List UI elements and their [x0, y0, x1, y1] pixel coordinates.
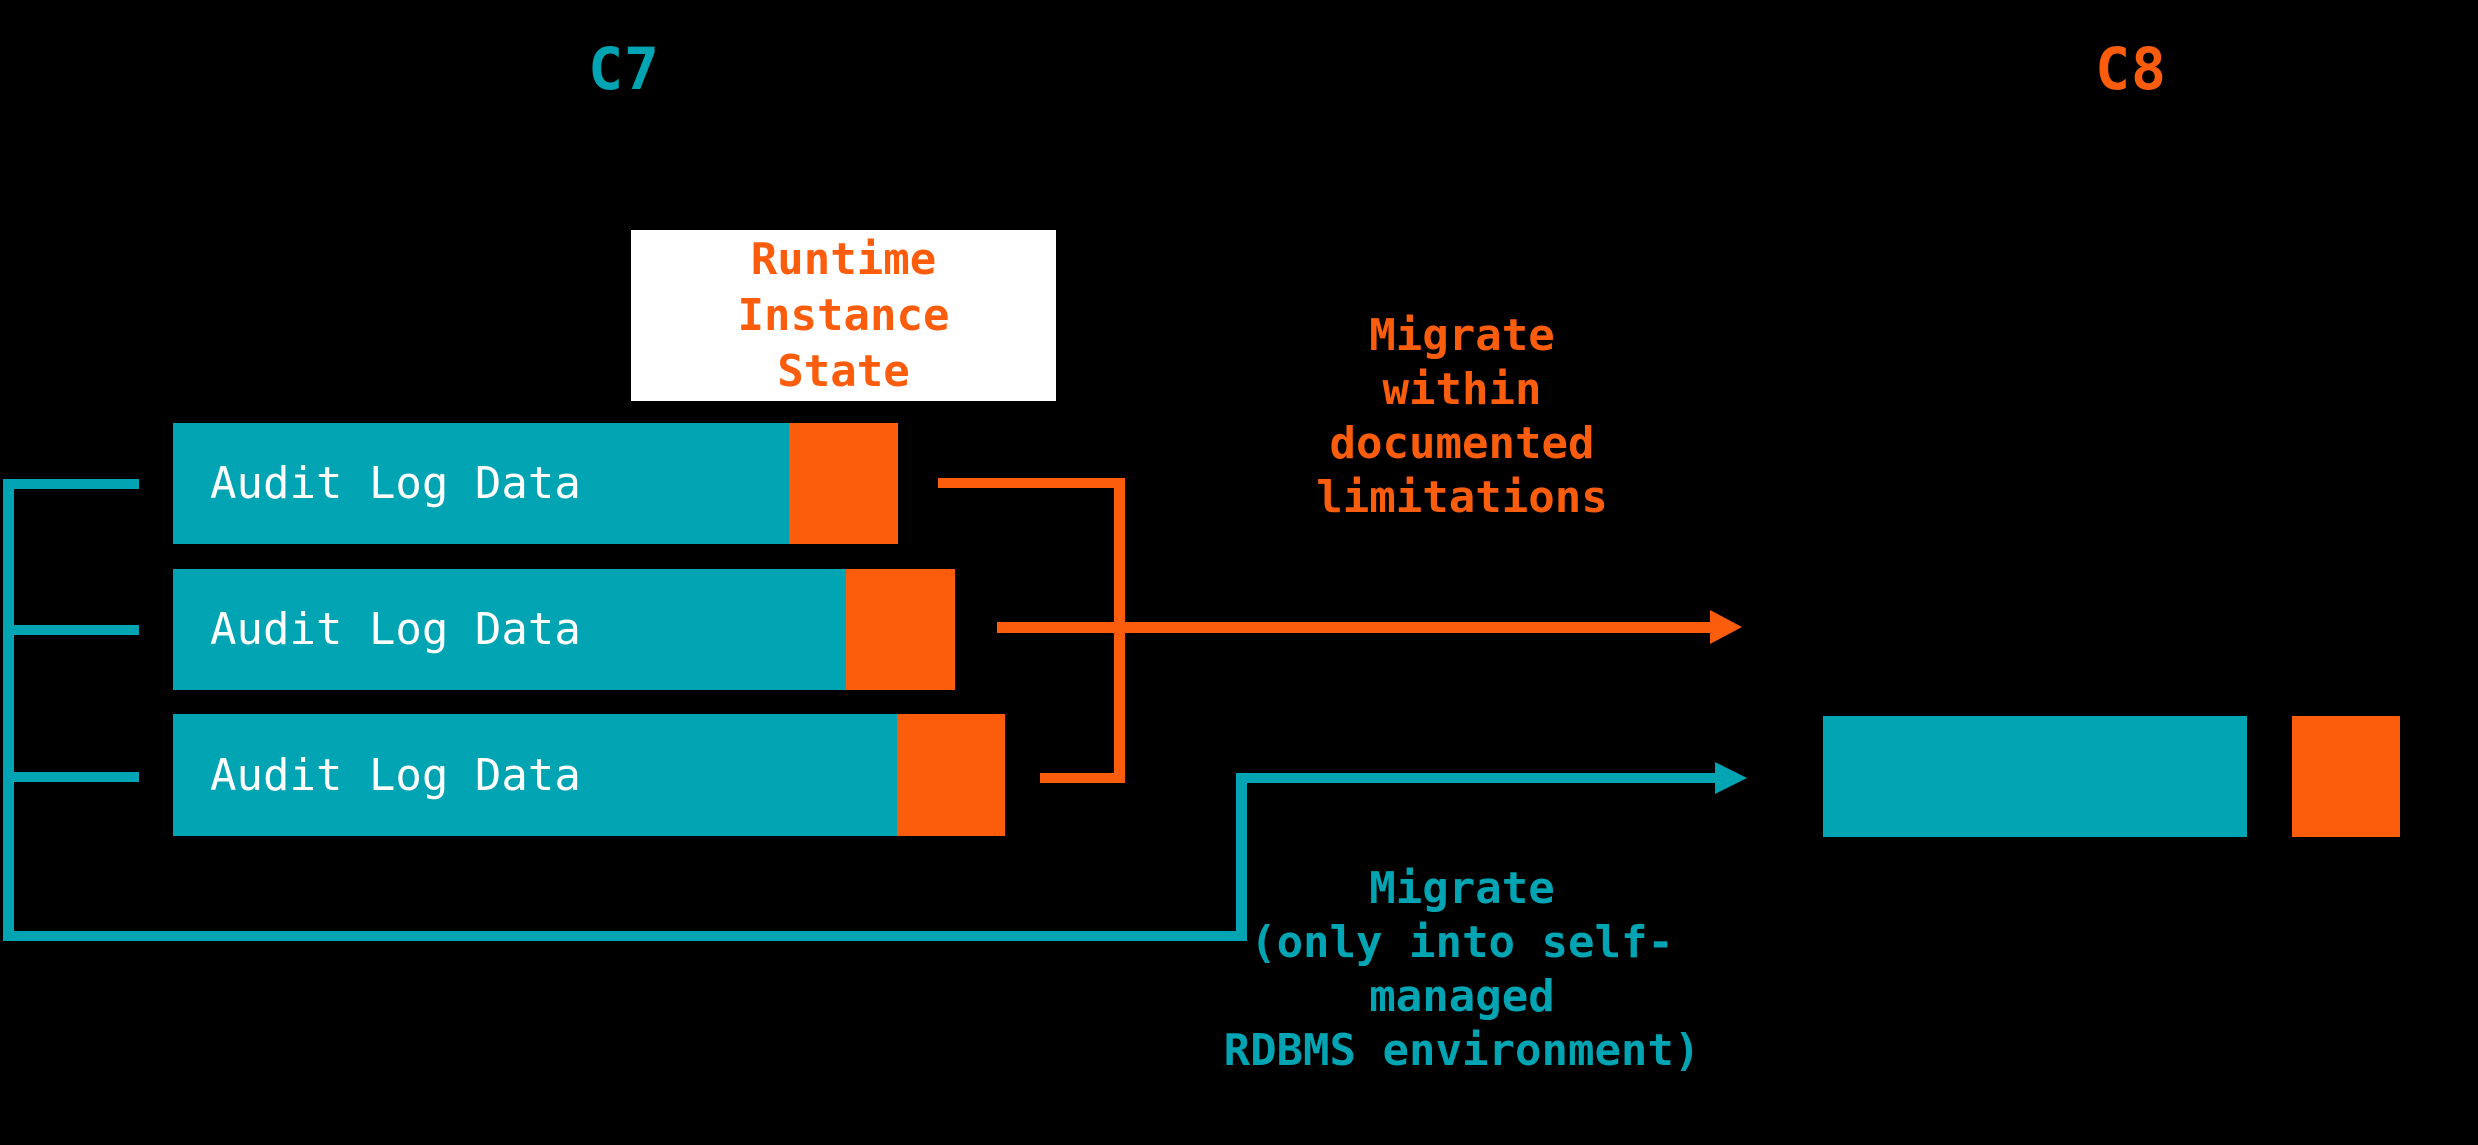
orange-migrate-arrowhead-icon [1710, 610, 1742, 644]
migrate-teal-label-line: Migrate [1369, 863, 1555, 914]
runtime-box-line: Runtime [750, 233, 937, 285]
c8-orange-rect [2292, 716, 2400, 837]
orange-migrate-arrow-shaft [997, 622, 1710, 633]
migrate-teal-label-line: (only into self- [1250, 917, 1674, 968]
teal-migrate-arrowhead-icon [1715, 762, 1747, 794]
source-column-title: C7 [588, 35, 660, 103]
runtime-box-line: State [777, 345, 910, 397]
migrate-orange-label: Migrate within documented limitations [1112, 309, 1812, 525]
audit-log-bar-1: Audit Log Data [173, 423, 898, 544]
audit-log-bar-3-label: Audit Log Data [210, 749, 581, 801]
teal-connector-bottom-horizontal [3, 931, 1247, 941]
teal-connector-stub-bar-1 [3, 479, 139, 489]
migrate-teal-label: Migrate (only into self- managed RDBMS e… [1112, 862, 1812, 1078]
audit-log-bar-1-orange-segment [789, 423, 898, 544]
target-column-title: C8 [2095, 35, 2167, 103]
migrate-teal-label-line: RDBMS environment) [1223, 1025, 1701, 1076]
migrate-orange-label-line: documented [1329, 418, 1595, 469]
teal-migrate-arrow-shaft [1236, 773, 1715, 783]
runtime-instance-state-box: Runtime Instance State [631, 230, 1056, 401]
teal-connector-right-vertical [1236, 773, 1247, 941]
runtime-box-line: Instance [737, 289, 950, 341]
audit-log-bar-2-orange-segment [846, 569, 955, 690]
migrate-orange-label-line: limitations [1316, 472, 1608, 523]
audit-log-bar-3-orange-segment [897, 714, 1005, 836]
orange-connector-stub-bar-1 [938, 478, 1125, 488]
audit-log-bar-1-label: Audit Log Data [210, 458, 581, 509]
migrate-orange-label-line: within [1382, 364, 1542, 415]
teal-connector-stub-bar-3 [3, 772, 139, 782]
orange-connector-stub-bar-3 [1040, 773, 1125, 783]
migrate-teal-label-line: managed [1369, 971, 1555, 1022]
audit-log-bar-3: Audit Log Data [173, 714, 1005, 836]
audit-log-bar-2-teal-segment: Audit Log Data [173, 569, 846, 690]
c8-teal-rect [1823, 716, 2247, 837]
audit-log-bar-2-label: Audit Log Data [210, 604, 581, 655]
teal-connector-stub-bar-2 [3, 625, 139, 635]
teal-connector-left-vertical [3, 479, 14, 941]
audit-log-bar-3-teal-segment: Audit Log Data [173, 714, 897, 836]
audit-log-bar-1-teal-segment: Audit Log Data [173, 423, 789, 544]
audit-log-bar-2: Audit Log Data [173, 569, 955, 690]
migrate-orange-label-line: Migrate [1369, 310, 1555, 361]
